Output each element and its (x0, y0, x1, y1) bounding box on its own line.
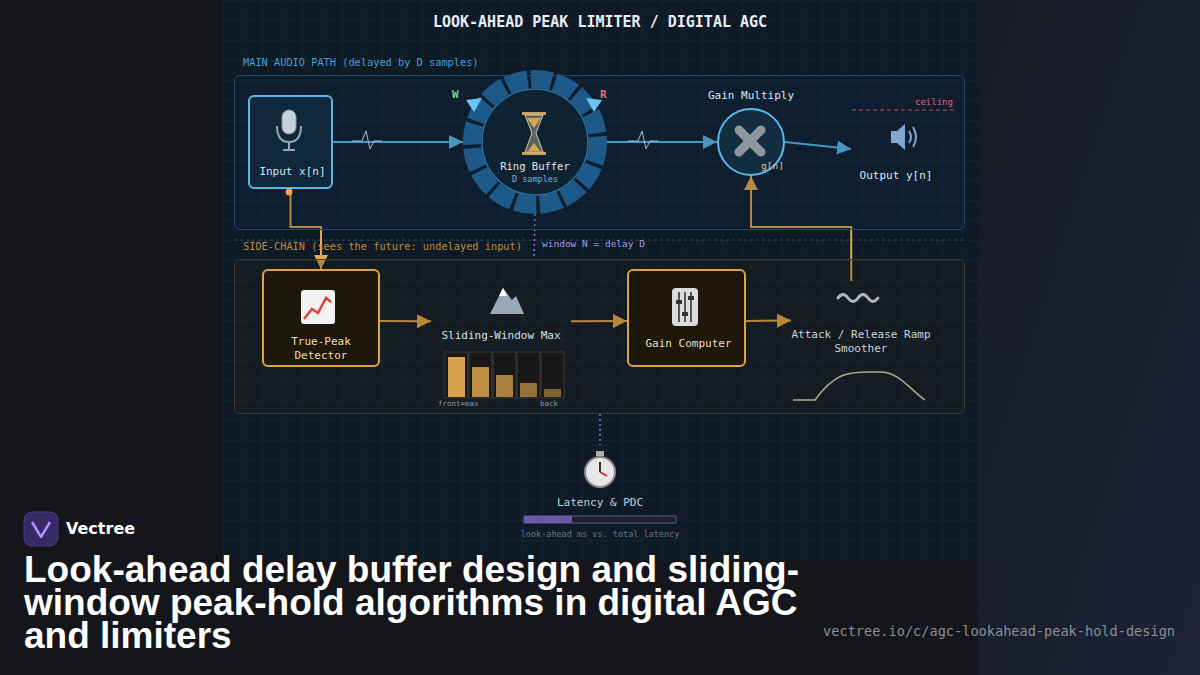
process-node: Attack / Release Ramp Smoother (791, 281, 931, 401)
node-label: Ring Buffer (463, 160, 607, 173)
section-heading: MAIN AUDIO PATH (delayed by D samples) (243, 56, 743, 69)
panel-background (222, 0, 978, 560)
window-slot (517, 352, 540, 398)
node-label: True-Peak Detector (273, 335, 369, 363)
pointer-label: R (600, 88, 620, 101)
axis-label: back (540, 399, 580, 408)
peak-icon (490, 288, 524, 314)
connector (599, 414, 601, 445)
write-pointer (466, 98, 482, 112)
hourglass-icon (527, 118, 541, 128)
hourglass-icon (528, 143, 540, 151)
waveform-squiggle (352, 131, 382, 149)
ring-segments (472, 79, 598, 205)
window-bar (496, 375, 513, 397)
microphone-icon (283, 149, 295, 151)
edge-label: g[n] (761, 160, 784, 171)
latency-bar-fill (524, 516, 572, 523)
window-bar (544, 389, 561, 397)
caption: Look-ahead delay buffer design and slidi… (24, 553, 834, 652)
output-node: Output y[n] (851, 113, 941, 185)
section-band: MAIN AUDIO PATH (delayed by D samples)In… (234, 75, 965, 230)
edge-label: window N = delay D (542, 238, 645, 249)
window-slot (493, 352, 516, 398)
node-sublabel: D samples (463, 174, 607, 185)
wave-icon (838, 295, 878, 302)
hourglass-icon (525, 115, 543, 152)
slider-icon (678, 292, 680, 322)
microphone-icon (277, 126, 301, 142)
logo (32, 522, 50, 537)
slider-icon (682, 312, 688, 316)
stopwatch-icon (600, 472, 607, 476)
multiply-circle-outline (718, 109, 784, 175)
node-label: Attack / Release Ramp Smoother (791, 328, 931, 356)
panel-grid (222, 0, 978, 560)
ceiling-line (852, 110, 955, 111)
source-url: vectree.io/c/agc-lookahead-peak-hold-des… (790, 623, 1175, 639)
stopwatch-icon (585, 457, 615, 487)
slider-icon (672, 288, 698, 326)
node-label: Input x[n] (250, 165, 335, 179)
slider-icon (684, 292, 686, 322)
speaker-icon (909, 131, 911, 143)
speaker-icon (913, 127, 916, 147)
section-heading: SIDE-CHAIN (sees the future: undelayed i… (243, 240, 743, 253)
logo (24, 512, 58, 546)
speaker-icon (891, 124, 905, 150)
window-bar (520, 383, 537, 397)
node-sublabel: look-ahead ms vs. total latency (500, 529, 700, 540)
axis-label: front=max (438, 399, 498, 408)
latency-bar (524, 516, 676, 523)
read-pointer (586, 98, 602, 112)
window-slot (445, 352, 468, 398)
chart-icon (304, 298, 331, 319)
node-label: Latency & PDC (520, 496, 680, 510)
multiply-icon (739, 130, 761, 152)
side-glow (978, 0, 1200, 675)
window-bar (448, 357, 465, 397)
node-label: Gain Computer (629, 337, 748, 351)
peak-icon (499, 288, 507, 296)
window-slot (541, 352, 564, 398)
ramp-curve (793, 372, 925, 400)
microphone-icon (282, 110, 296, 134)
slider-icon (688, 296, 694, 300)
window-bar (472, 367, 489, 397)
waveform-squiggle (628, 131, 658, 149)
ceiling-label: ceiling (915, 97, 965, 108)
section-band: SIDE-CHAIN (sees the future: undelayed i… (234, 259, 965, 414)
multiply-icon (739, 130, 761, 152)
node-label: Output y[n] (841, 169, 951, 183)
brand-name: Vectree (66, 519, 186, 538)
window-slot (469, 352, 492, 398)
stopwatch-icon (596, 451, 604, 456)
node-label: Sliding-Window Max (431, 329, 571, 343)
tap-dot (286, 189, 293, 196)
diagram-title: LOOK-AHEAD PEAK LIMITER / DIGITAL AGC (222, 13, 978, 31)
node-heading: Gain Multiply (671, 89, 831, 103)
chart-icon (301, 290, 335, 324)
microphone-icon (288, 142, 290, 150)
pointer-label: W (452, 88, 472, 101)
stopwatch-icon (599, 462, 601, 472)
slider-icon (676, 300, 682, 304)
